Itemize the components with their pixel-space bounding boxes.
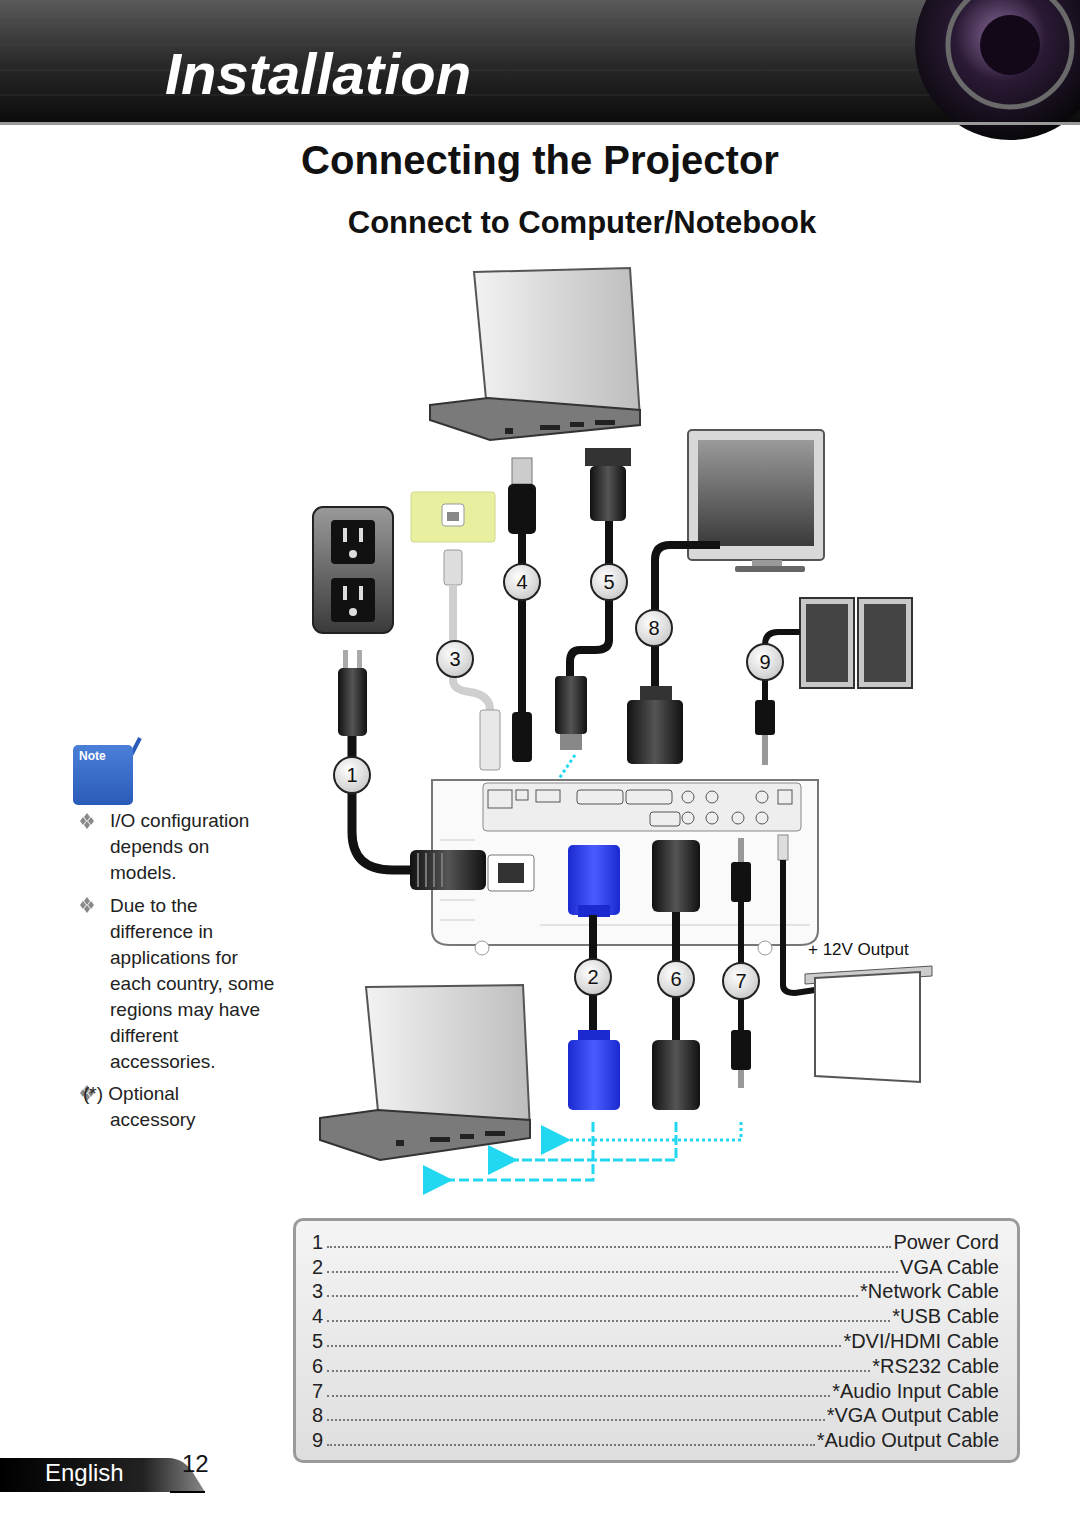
dot-leader bbox=[327, 1246, 891, 1248]
cable-name: *USB Cable bbox=[892, 1305, 999, 1328]
cable-name: *VGA Output Cable bbox=[827, 1404, 999, 1427]
callout-circle: 8 bbox=[635, 609, 673, 647]
dot-leader bbox=[327, 1345, 841, 1347]
cable-list-box: 1 Power Cord 2 VGA Cable 3 *Network Cable 4 *US… bbox=[293, 1218, 1020, 1463]
list-row: 9 *Audio Output Cable bbox=[312, 1427, 999, 1452]
list-row: 2 VGA Cable bbox=[312, 1254, 999, 1279]
list-row: 7 *Audio Input Cable bbox=[312, 1378, 999, 1403]
cable-name: *Network Cable bbox=[860, 1280, 999, 1303]
dot-leader bbox=[327, 1271, 898, 1273]
callout-circle: 3 bbox=[436, 640, 474, 678]
dot-leader bbox=[327, 1444, 815, 1446]
language-tab: English bbox=[45, 1459, 124, 1487]
cable-name: Power Cord bbox=[893, 1231, 999, 1254]
callout-number: 4 bbox=[516, 571, 527, 594]
cable-name: *Audio Output Cable bbox=[817, 1429, 999, 1452]
callout-number: 3 bbox=[449, 648, 460, 671]
cable-name: VGA Cable bbox=[900, 1256, 999, 1279]
list-number: 3 bbox=[312, 1280, 323, 1303]
callout-circle: 5 bbox=[590, 563, 628, 601]
callout-number: 7 bbox=[735, 970, 746, 993]
note-text: I/O configuration depends on models. bbox=[110, 808, 265, 886]
callout-circle: 2 bbox=[574, 958, 612, 996]
callout-circle: 4 bbox=[503, 563, 541, 601]
list-row: 5 *DVI/HDMI Cable bbox=[312, 1328, 999, 1353]
page-title: Connecting the Projector bbox=[301, 138, 779, 183]
list-number: 6 bbox=[312, 1355, 323, 1378]
output-label: + 12V Output bbox=[808, 940, 909, 960]
callout-circle: 9 bbox=[746, 643, 784, 681]
note-label: Note bbox=[79, 749, 106, 763]
section-banner: Installation bbox=[165, 40, 471, 107]
callout-circle: 1 bbox=[333, 756, 371, 794]
callout-circle: 7 bbox=[722, 962, 760, 1000]
list-row: 4 *USB Cable bbox=[312, 1303, 999, 1328]
callout-circle: 6 bbox=[657, 960, 695, 998]
dot-leader bbox=[327, 1320, 890, 1322]
subtitle: Connect to Computer/Notebook bbox=[348, 205, 816, 241]
callout-number: 2 bbox=[587, 966, 598, 989]
callout-number: 8 bbox=[648, 617, 659, 640]
list-number: 2 bbox=[312, 1256, 323, 1279]
list-row: 8 *VGA Output Cable bbox=[312, 1403, 999, 1428]
cable-name: *DVI/HDMI Cable bbox=[843, 1330, 999, 1353]
list-row: 1 Power Cord bbox=[312, 1229, 999, 1254]
note-text: (*) Optional accessory bbox=[83, 1081, 240, 1133]
dot-leader bbox=[327, 1370, 870, 1372]
note-icon: Note bbox=[73, 745, 133, 805]
list-number: 9 bbox=[312, 1429, 323, 1452]
callout-number: 9 bbox=[759, 651, 770, 674]
list-number: 7 bbox=[312, 1380, 323, 1403]
callout-number: 6 bbox=[670, 968, 681, 991]
page-number: 12 bbox=[182, 1450, 209, 1478]
cable-name: *Audio Input Cable bbox=[832, 1380, 999, 1403]
dot-leader bbox=[327, 1395, 830, 1397]
dot-leader bbox=[327, 1295, 858, 1297]
callout-number: 1 bbox=[346, 764, 357, 787]
list-number: 5 bbox=[312, 1330, 323, 1353]
list-number: 4 bbox=[312, 1305, 323, 1328]
list-number: 1 bbox=[312, 1231, 323, 1254]
list-row: 6 *RS232 Cable bbox=[312, 1353, 999, 1378]
list-row: 3 *Network Cable bbox=[312, 1279, 999, 1304]
cable-name: *RS232 Cable bbox=[872, 1355, 999, 1378]
dot-leader bbox=[327, 1419, 825, 1421]
list-number: 8 bbox=[312, 1404, 323, 1427]
callout-number: 5 bbox=[603, 571, 614, 594]
note-text: Due to the difference in applications fo… bbox=[110, 893, 278, 1075]
